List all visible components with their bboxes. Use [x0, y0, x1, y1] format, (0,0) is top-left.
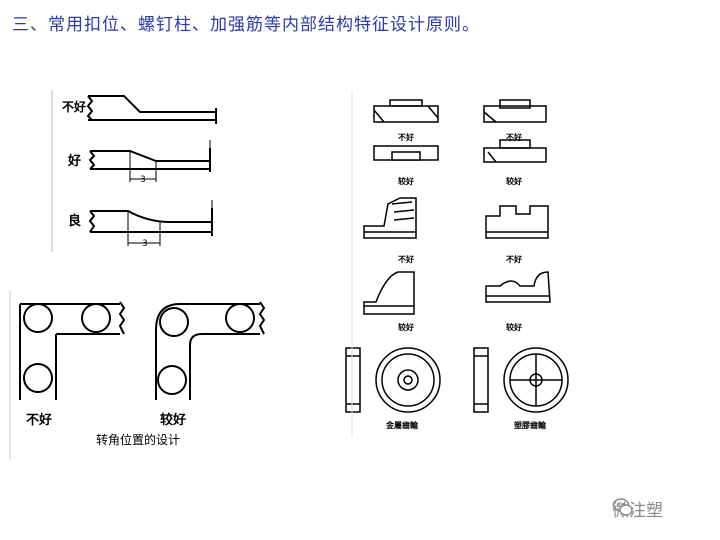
gear-metal [345, 347, 441, 413]
rib-good-label-3: 较好 [398, 322, 414, 332]
rib-bad-label-1: 不好 [398, 132, 414, 142]
label-bad: 不好 [62, 99, 86, 114]
rib-bad-label-2: 不好 [398, 254, 414, 264]
gear-metal-label: 金屬齒輪 [385, 420, 419, 430]
wall-transition-good [88, 140, 211, 182]
rib-bad-label-2b: 不好 [506, 254, 522, 264]
wechat-icon [612, 498, 633, 516]
dim-fair: 3 [142, 239, 148, 249]
gear-plastic-label: 塑膠齒輪 [514, 420, 547, 430]
wall-transition-bad [86, 95, 217, 124]
corner-better-label: 较好 [160, 412, 186, 428]
rib-good-label-3b: 较好 [506, 322, 522, 332]
label-good: 好 [67, 153, 81, 169]
watermark: 微注塑 [612, 496, 663, 521]
rib-good-label-1b: 较好 [506, 176, 522, 186]
rib-design-row3 [363, 271, 551, 315]
rib-design-row2 [363, 197, 549, 239]
corner-bad-label: 不好 [26, 412, 52, 428]
rib-bad-label-1b: 不好 [506, 132, 522, 142]
label-fair: 良 [68, 213, 81, 229]
corner-caption: 转角位置的设计 [96, 432, 180, 447]
rib-good-label-1: 较好 [398, 176, 414, 186]
slide-title: 三、常用扣位、螺钉柱、加强筋等内部结构特征设计原则。 [12, 15, 480, 35]
corner-better [155, 301, 266, 400]
wall-transition-fair [88, 200, 213, 246]
rib-design-row1 [373, 99, 547, 163]
gear-plastic [473, 347, 569, 413]
corner-bad [19, 301, 126, 400]
dim-good: 3 [140, 175, 146, 185]
